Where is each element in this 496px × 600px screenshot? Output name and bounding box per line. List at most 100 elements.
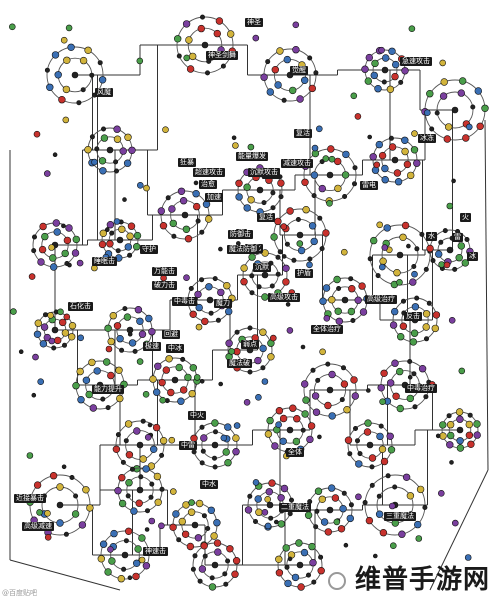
path-node[interactable] [350, 92, 358, 100]
sphere-node[interactable] [132, 348, 138, 354]
sphere-node[interactable] [201, 513, 207, 519]
sphere-node[interactable] [265, 488, 273, 496]
sphere-node[interactable] [113, 135, 122, 143]
sphere-node[interactable] [54, 71, 62, 79]
sphere-node[interactable] [280, 484, 289, 493]
sphere-node[interactable] [46, 83, 54, 92]
sphere-node[interactable] [391, 307, 399, 316]
sphere-node[interactable] [313, 524, 319, 530]
sphere-node[interactable] [133, 231, 142, 240]
sphere-node[interactable] [56, 483, 64, 491]
sphere-node[interactable] [319, 297, 327, 305]
sphere-node[interactable] [65, 224, 73, 232]
path-node[interactable] [138, 556, 146, 564]
sphere-node[interactable] [259, 328, 267, 336]
sphere-node[interactable] [411, 303, 420, 311]
sphere-node[interactable] [277, 494, 285, 502]
sphere-node[interactable] [352, 165, 358, 171]
sphere-node[interactable] [284, 579, 292, 588]
sphere-node[interactable] [49, 254, 57, 262]
path-node[interactable] [105, 345, 113, 353]
sphere-node[interactable] [191, 449, 197, 455]
sphere-node[interactable] [340, 380, 349, 388]
sphere-node[interactable] [386, 432, 394, 440]
sphere-node[interactable] [456, 444, 465, 452]
path-node[interactable] [228, 348, 235, 355]
sphere-node[interactable] [184, 373, 192, 382]
sphere-node[interactable] [118, 474, 126, 482]
sphere-node[interactable] [244, 506, 253, 514]
sphere-node[interactable] [89, 404, 98, 412]
path-node[interactable] [48, 337, 56, 345]
sphere-node[interactable] [232, 556, 241, 565]
sphere-node[interactable] [446, 413, 452, 419]
sphere-node[interactable] [447, 431, 455, 440]
sphere-node[interactable] [403, 160, 412, 169]
path-node[interactable] [37, 378, 45, 386]
sphere-node[interactable] [324, 528, 332, 536]
sphere-node[interactable] [34, 319, 42, 327]
sphere-node[interactable] [51, 51, 60, 59]
sphere-node[interactable] [350, 376, 358, 384]
path-node[interactable] [446, 202, 454, 210]
sphere-node[interactable] [370, 71, 378, 80]
sphere-node[interactable] [133, 559, 141, 567]
sphere-node[interactable] [44, 67, 50, 73]
sphere-node[interactable] [186, 65, 195, 73]
sphere-node[interactable] [76, 100, 82, 106]
path-node[interactable] [396, 278, 403, 286]
sphere-node-center[interactable] [201, 41, 209, 49]
sphere-node[interactable] [276, 47, 284, 55]
path-node[interactable] [378, 263, 386, 271]
sphere-node[interactable] [225, 558, 231, 564]
sphere-node[interactable] [187, 508, 196, 516]
path-node[interactable] [292, 21, 300, 29]
sphere-node[interactable] [456, 437, 464, 445]
sphere-node[interactable] [275, 407, 284, 415]
sphere-node[interactable] [357, 451, 363, 457]
sphere-node[interactable] [335, 317, 343, 325]
sphere-node[interactable] [222, 448, 230, 456]
sphere-node[interactable] [443, 135, 451, 143]
sphere-node[interactable] [302, 206, 310, 214]
sphere-node[interactable] [411, 371, 417, 377]
sphere-node-center[interactable] [71, 71, 79, 79]
sphere-node[interactable] [369, 153, 377, 161]
sphere-node[interactable] [71, 249, 80, 257]
sphere-node[interactable] [157, 207, 166, 215]
sphere-node[interactable] [208, 583, 217, 591]
sphere-node[interactable] [391, 359, 399, 367]
path-node[interactable] [127, 331, 133, 337]
path-node[interactable] [261, 378, 269, 385]
path-node[interactable] [144, 527, 150, 532]
path-node[interactable] [286, 327, 294, 334]
sphere-node[interactable] [205, 215, 213, 223]
sphere-node[interactable] [105, 405, 111, 411]
sphere-node[interactable] [412, 404, 418, 410]
sphere-node[interactable] [376, 432, 384, 441]
sphere-node[interactable] [295, 217, 301, 223]
path-node[interactable] [306, 261, 313, 269]
sphere-node[interactable] [362, 499, 368, 505]
sphere-node[interactable] [423, 394, 429, 400]
path-node[interactable] [275, 421, 282, 429]
path-node[interactable] [373, 161, 381, 169]
sphere-node[interactable] [168, 205, 176, 213]
sphere-node[interactable] [312, 408, 321, 416]
sphere-node[interactable] [365, 53, 373, 62]
path-node[interactable] [311, 144, 319, 152]
sphere-node[interactable] [266, 88, 274, 96]
sphere-node[interactable] [224, 459, 232, 467]
sphere-node[interactable] [159, 452, 165, 458]
path-node[interactable] [33, 130, 41, 138]
sphere-node[interactable] [165, 195, 171, 201]
sphere-node[interactable] [292, 437, 301, 446]
sphere-node[interactable] [224, 423, 232, 431]
sphere-node[interactable] [177, 397, 185, 405]
path-node[interactable] [333, 518, 341, 526]
sphere-node[interactable] [414, 520, 422, 529]
path-node[interactable] [448, 316, 456, 324]
sphere-node[interactable] [260, 73, 268, 81]
path-node[interactable] [287, 556, 293, 562]
sphere-node-center[interactable] [456, 426, 464, 434]
